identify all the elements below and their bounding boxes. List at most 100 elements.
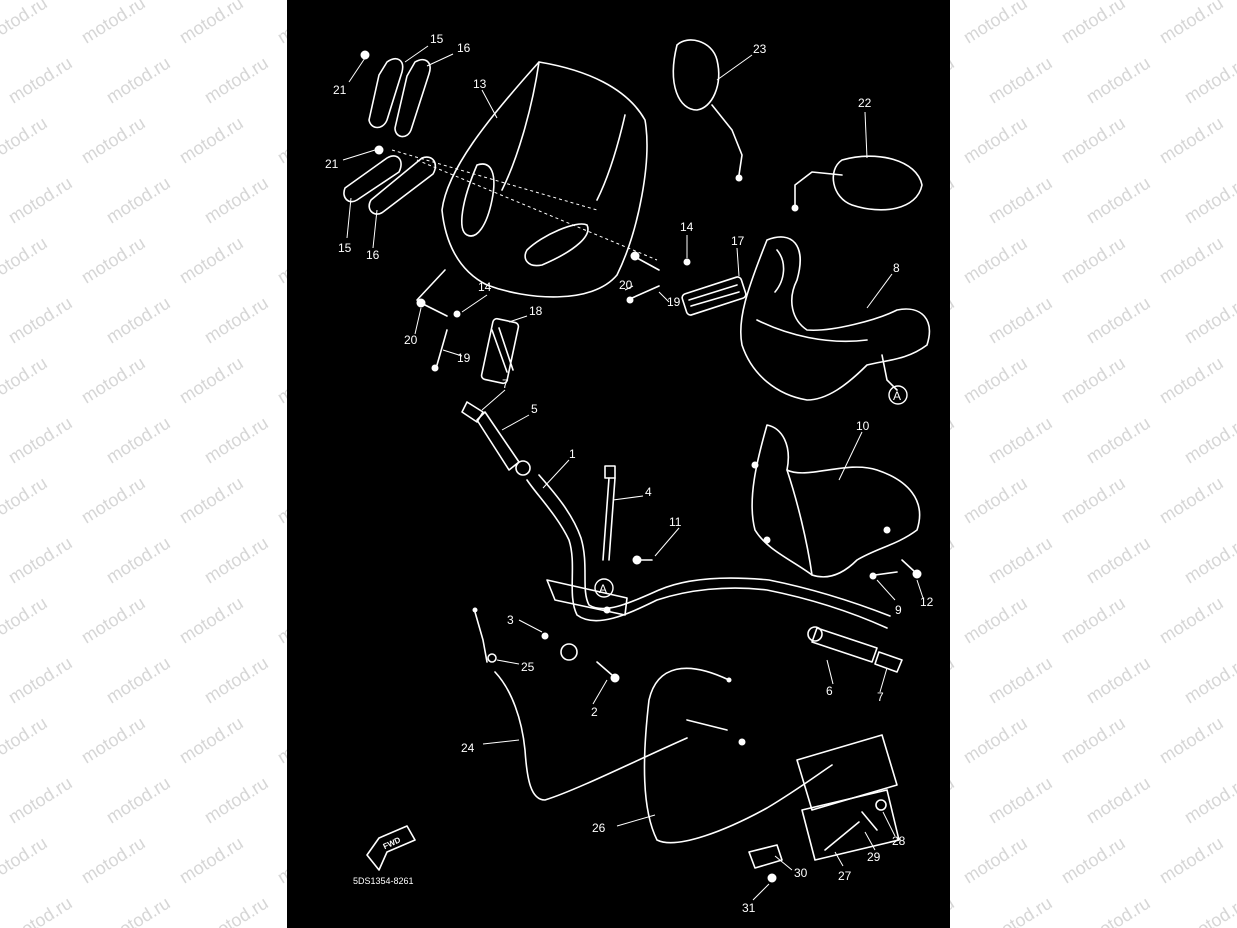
callout-4: 4 — [645, 485, 652, 499]
watermark-text: motod.ru — [4, 52, 76, 108]
callout-1: 1 — [569, 447, 576, 461]
callout-11: 11 — [669, 515, 682, 529]
watermark-text: motod.ru — [200, 892, 272, 928]
callout-19: 19 — [667, 295, 681, 309]
windshield-part — [416, 61, 648, 301]
callout-2: 2 — [591, 705, 598, 719]
parts-diagram: A A FWD — [325, 32, 934, 915]
reference-marker-label: A — [599, 582, 607, 596]
callout-10: 10 — [856, 419, 870, 433]
watermark-text: motod.ru — [1180, 532, 1237, 588]
watermark-text: motod.ru — [959, 232, 1031, 288]
watermark-text: motod.ru — [984, 172, 1056, 228]
watermark-text: motod.ru — [1180, 172, 1237, 228]
watermark-text: motod.ru — [0, 712, 51, 768]
mount-plate-18 — [480, 317, 520, 385]
callout-28: 28 — [892, 834, 906, 848]
watermark-text: motod.ru — [959, 0, 1031, 48]
watermark-text: motod.ru — [1180, 292, 1237, 348]
watermark-text: motod.ru — [4, 892, 76, 928]
watermark-text: motod.ru — [1155, 352, 1227, 408]
watermark-text: motod.ru — [77, 232, 149, 288]
watermark-text: motod.ru — [1180, 52, 1237, 108]
watermark-text: motod.ru — [200, 772, 272, 828]
watermark-text: motod.ru — [1082, 652, 1154, 708]
callout-15: 15 — [430, 32, 444, 46]
watermark-text: motod.ru — [0, 592, 51, 648]
watermark-text: motod.ru — [959, 352, 1031, 408]
watermark-text: motod.ru — [1155, 592, 1227, 648]
mount-plate-17 — [681, 276, 747, 316]
watermark-text: motod.ru — [1155, 712, 1227, 768]
callout-29: 29 — [867, 850, 881, 864]
watermark-text: motod.ru — [77, 832, 149, 888]
callout-17: 17 — [731, 234, 745, 248]
callout-16: 16 — [366, 248, 380, 262]
watermark-text: motod.ru — [984, 52, 1056, 108]
watermark-text: motod.ru — [102, 412, 174, 468]
bar-end-left-7 — [461, 401, 484, 423]
watermark-text: motod.ru — [959, 712, 1031, 768]
watermark-text: motod.ru — [984, 772, 1056, 828]
fairing-part-8 — [739, 236, 931, 401]
watermark-text: motod.ru — [1180, 412, 1237, 468]
lower-bracket-15 — [343, 155, 402, 203]
watermark-text: motod.ru — [0, 112, 51, 168]
watermark-text: motod.ru — [102, 52, 174, 108]
watermark-text: motod.ru — [77, 352, 149, 408]
callout-labels: 15 16 21 13 21 15 16 23 22 14 17 8 20 19… — [325, 32, 934, 915]
bolt-21 — [360, 50, 384, 155]
watermark-text: motod.ru — [0, 0, 51, 48]
watermark-text: motod.ru — [0, 472, 51, 528]
watermark-text: motod.ru — [1082, 412, 1154, 468]
watermark-text: motod.ru — [4, 772, 76, 828]
cable-tie-4 — [602, 465, 616, 561]
watermark-text: motod.ru — [102, 172, 174, 228]
callout-31: 31 — [742, 901, 756, 915]
watermark-text: motod.ru — [77, 712, 149, 768]
watermark-text: motod.ru — [1082, 532, 1154, 588]
cable-guide-30-31 — [748, 844, 783, 883]
cable-24 — [494, 671, 688, 801]
callout-7: 7 — [877, 690, 884, 704]
bar-end-right-7 — [874, 651, 903, 673]
watermark-text: motod.ru — [984, 532, 1056, 588]
callout-19: 19 — [457, 351, 471, 365]
watermark-text: motod.ru — [1082, 892, 1154, 928]
bolt-11 — [632, 555, 653, 565]
watermark-text: motod.ru — [1057, 832, 1129, 888]
watermark-text: motod.ru — [77, 112, 149, 168]
watermark-text: motod.ru — [102, 772, 174, 828]
watermark-text: motod.ru — [984, 652, 1056, 708]
watermark-text: motod.ru — [1057, 592, 1129, 648]
callout-14: 14 — [478, 280, 492, 294]
callout-6: 6 — [826, 684, 833, 698]
watermark-text: motod.ru — [200, 412, 272, 468]
watermark-text: motod.ru — [200, 52, 272, 108]
watermark-text: motod.ru — [1155, 232, 1227, 288]
forward-arrow-icon: FWD — [366, 825, 416, 871]
upper-bracket-16 — [394, 58, 431, 138]
watermark-text: motod.ru — [959, 592, 1031, 648]
parts-diagram-panel: A A FWD — [287, 0, 950, 928]
watermark-text: motod.ru — [175, 352, 247, 408]
callout-5: 5 — [531, 402, 538, 416]
screws-9-12 — [869, 559, 922, 580]
watermark-text: motod.ru — [1082, 172, 1154, 228]
callout-25: 25 — [521, 660, 535, 674]
watermark-text: motod.ru — [175, 232, 247, 288]
callout-9: 9 — [895, 603, 902, 617]
watermark-text: motod.ru — [102, 532, 174, 588]
throttle-housing-27 — [796, 734, 900, 861]
watermark-text: motod.ru — [1057, 352, 1129, 408]
screws-14-19-20 — [416, 251, 691, 372]
reference-marker-label: A — [893, 389, 901, 403]
watermark-text: motod.ru — [0, 352, 51, 408]
mirror-right-22 — [791, 155, 923, 212]
cable-26 — [643, 667, 833, 844]
callout-8: 8 — [893, 261, 900, 275]
grip-left-5 — [476, 411, 531, 476]
watermark-text: motod.ru — [1082, 52, 1154, 108]
callout-13: 13 — [473, 77, 487, 91]
callout-27: 27 — [838, 869, 852, 883]
